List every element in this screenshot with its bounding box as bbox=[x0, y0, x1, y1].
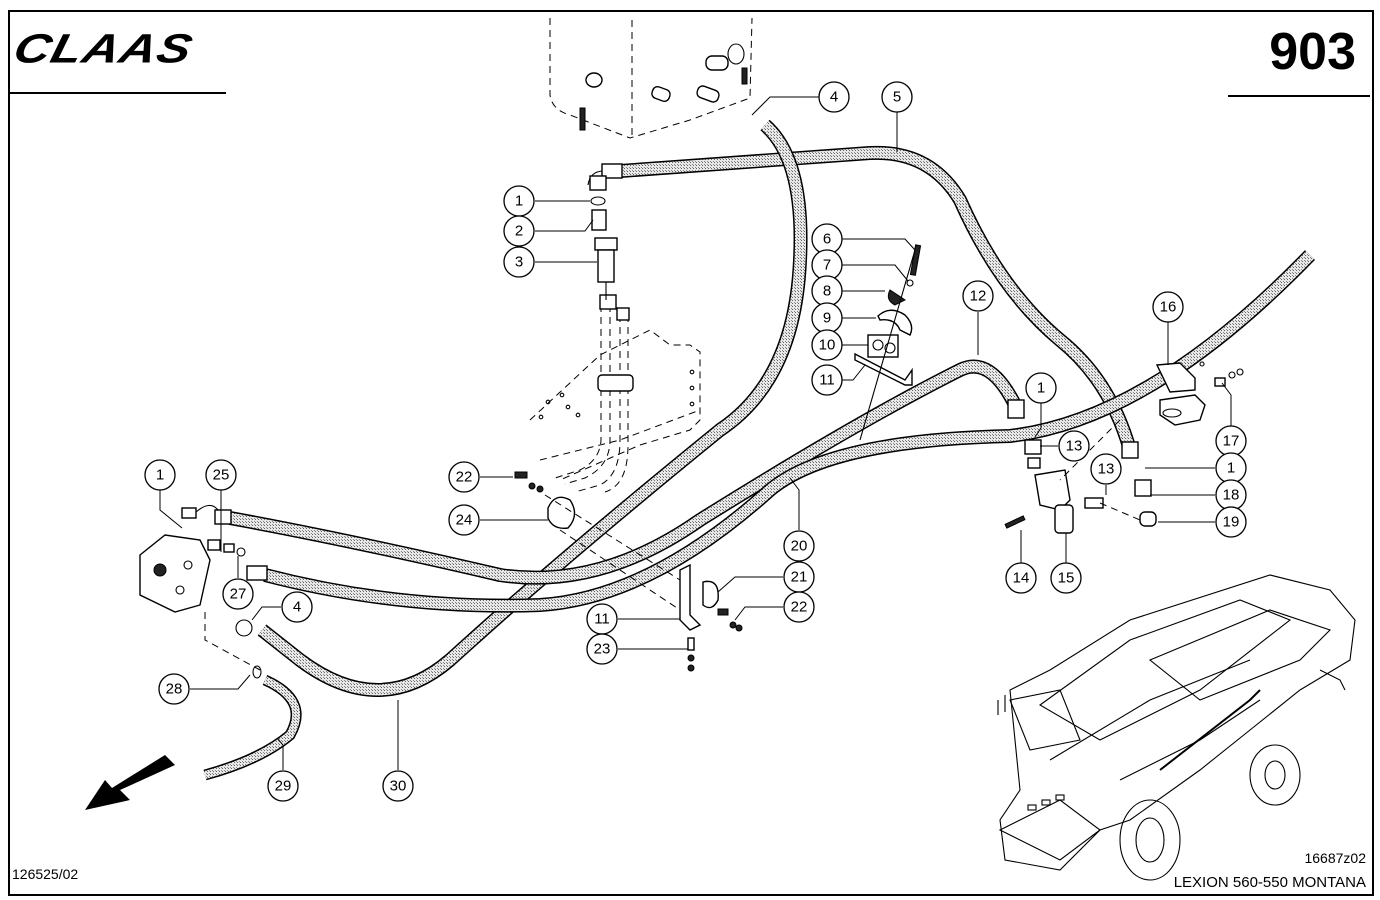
svg-text:16: 16 bbox=[1160, 299, 1177, 316]
callout-1[interactable]: 1 bbox=[1215, 452, 1247, 484]
svg-text:11: 11 bbox=[594, 611, 610, 628]
callout-27[interactable]: 27 bbox=[222, 578, 254, 610]
callout-20[interactable]: 20 bbox=[783, 530, 815, 562]
svg-text:5: 5 bbox=[893, 89, 901, 106]
callout-23[interactable]: 23 bbox=[586, 633, 618, 665]
callout-14[interactable]: 14 bbox=[1005, 562, 1037, 594]
svg-text:21: 21 bbox=[791, 569, 808, 586]
callout-10[interactable]: 10 bbox=[811, 329, 843, 361]
callout-4[interactable]: 4 bbox=[281, 591, 313, 623]
svg-text:28: 28 bbox=[166, 681, 183, 698]
callout-29[interactable]: 29 bbox=[267, 770, 299, 802]
svg-text:20: 20 bbox=[791, 538, 808, 555]
callout-12[interactable]: 12 bbox=[962, 280, 994, 312]
header-rule-right bbox=[1228, 95, 1370, 97]
leader-lines bbox=[159, 96, 1232, 770]
callout-1[interactable]: 1 bbox=[503, 185, 535, 217]
svg-text:12: 12 bbox=[970, 288, 987, 305]
reference-number: 126525/02 bbox=[12, 866, 79, 882]
callout-15[interactable]: 15 bbox=[1050, 562, 1082, 594]
svg-text:13: 13 bbox=[1066, 438, 1083, 455]
page-number: 903 bbox=[1269, 23, 1356, 81]
svg-text:13: 13 bbox=[1098, 461, 1115, 478]
hose-29 bbox=[203, 674, 302, 781]
svg-text:10: 10 bbox=[819, 337, 836, 354]
valve-assembly bbox=[1004, 419, 1157, 534]
header-rule-left bbox=[8, 92, 226, 94]
callout-18[interactable]: 18 bbox=[1215, 479, 1247, 511]
callout-2[interactable]: 2 bbox=[503, 215, 535, 247]
svg-text:18: 18 bbox=[1223, 487, 1240, 504]
callout-8[interactable]: 8 bbox=[811, 275, 843, 307]
svg-text:1: 1 bbox=[1227, 460, 1235, 477]
clamp-assembly bbox=[854, 244, 922, 441]
svg-text:6: 6 bbox=[823, 231, 831, 248]
callout-11[interactable]: 11 bbox=[811, 364, 843, 396]
svg-text:22: 22 bbox=[456, 469, 473, 486]
svg-text:27: 27 bbox=[230, 586, 247, 603]
callout-22[interactable]: 22 bbox=[448, 461, 480, 493]
fitting-stack-top bbox=[589, 175, 618, 300]
svg-text:24: 24 bbox=[456, 512, 473, 529]
callout-3[interactable]: 3 bbox=[503, 246, 535, 278]
svg-text:22: 22 bbox=[791, 599, 808, 616]
svg-text:9: 9 bbox=[823, 310, 831, 327]
bracket-ghost bbox=[529, 294, 701, 493]
svg-text:7: 7 bbox=[823, 257, 831, 274]
callout-21[interactable]: 21 bbox=[783, 561, 815, 593]
hose-5 bbox=[587, 145, 1139, 459]
svg-text:15: 15 bbox=[1058, 570, 1075, 587]
svg-text:29: 29 bbox=[275, 778, 292, 795]
callout-17[interactable]: 17 bbox=[1215, 425, 1247, 457]
model-name: LEXION 560-550 MONTANA bbox=[1173, 874, 1366, 891]
svg-text:19: 19 bbox=[1223, 514, 1240, 531]
callout-16[interactable]: 16 bbox=[1152, 291, 1184, 323]
callout-11[interactable]: 11 bbox=[586, 603, 618, 635]
callout-1[interactable]: 1 bbox=[144, 459, 176, 491]
hose-20-lower bbox=[246, 250, 1316, 613]
svg-text:11: 11 bbox=[819, 372, 835, 389]
callout-24[interactable]: 24 bbox=[448, 504, 480, 536]
callout-28[interactable]: 28 bbox=[158, 673, 190, 705]
callout-30[interactable]: 30 bbox=[382, 770, 414, 802]
combine-harvester-illustration bbox=[997, 574, 1356, 881]
svg-text:23: 23 bbox=[594, 641, 611, 658]
forward-direction-arrow-icon bbox=[85, 755, 175, 810]
svg-text:25: 25 bbox=[213, 467, 230, 484]
callout-19[interactable]: 19 bbox=[1215, 506, 1247, 538]
svg-text:2: 2 bbox=[515, 223, 523, 240]
tank-outline-ghost bbox=[549, 17, 753, 139]
pump-unit bbox=[139, 504, 262, 679]
svg-text:8: 8 bbox=[823, 283, 831, 300]
callout-13[interactable]: 13 bbox=[1058, 430, 1090, 462]
svg-text:3: 3 bbox=[515, 254, 523, 271]
svg-text:1: 1 bbox=[156, 467, 164, 484]
callout-13[interactable]: 13 bbox=[1090, 453, 1122, 485]
svg-text:30: 30 bbox=[390, 778, 407, 795]
bracket-assembly-lower bbox=[514, 471, 743, 672]
svg-text:17: 17 bbox=[1223, 433, 1240, 450]
figure-id: 16687z02 bbox=[1304, 850, 1366, 866]
svg-text:1: 1 bbox=[1037, 380, 1045, 397]
svg-text:14: 14 bbox=[1013, 570, 1030, 587]
mounting-bracket-16 bbox=[1155, 361, 1244, 426]
callout-4[interactable]: 4 bbox=[818, 81, 850, 113]
svg-text:4: 4 bbox=[293, 599, 301, 616]
sheet-border bbox=[8, 10, 1374, 896]
svg-text:1: 1 bbox=[515, 193, 523, 210]
callout-25[interactable]: 25 bbox=[205, 459, 237, 491]
hose-30 bbox=[257, 119, 808, 697]
hose-20-upper bbox=[214, 359, 1025, 585]
callout-9[interactable]: 9 bbox=[811, 302, 843, 334]
callout-5[interactable]: 5 bbox=[881, 81, 913, 113]
callout-22[interactable]: 22 bbox=[783, 591, 815, 623]
svg-text:4: 4 bbox=[830, 89, 838, 106]
callout-1[interactable]: 1 bbox=[1025, 372, 1057, 404]
